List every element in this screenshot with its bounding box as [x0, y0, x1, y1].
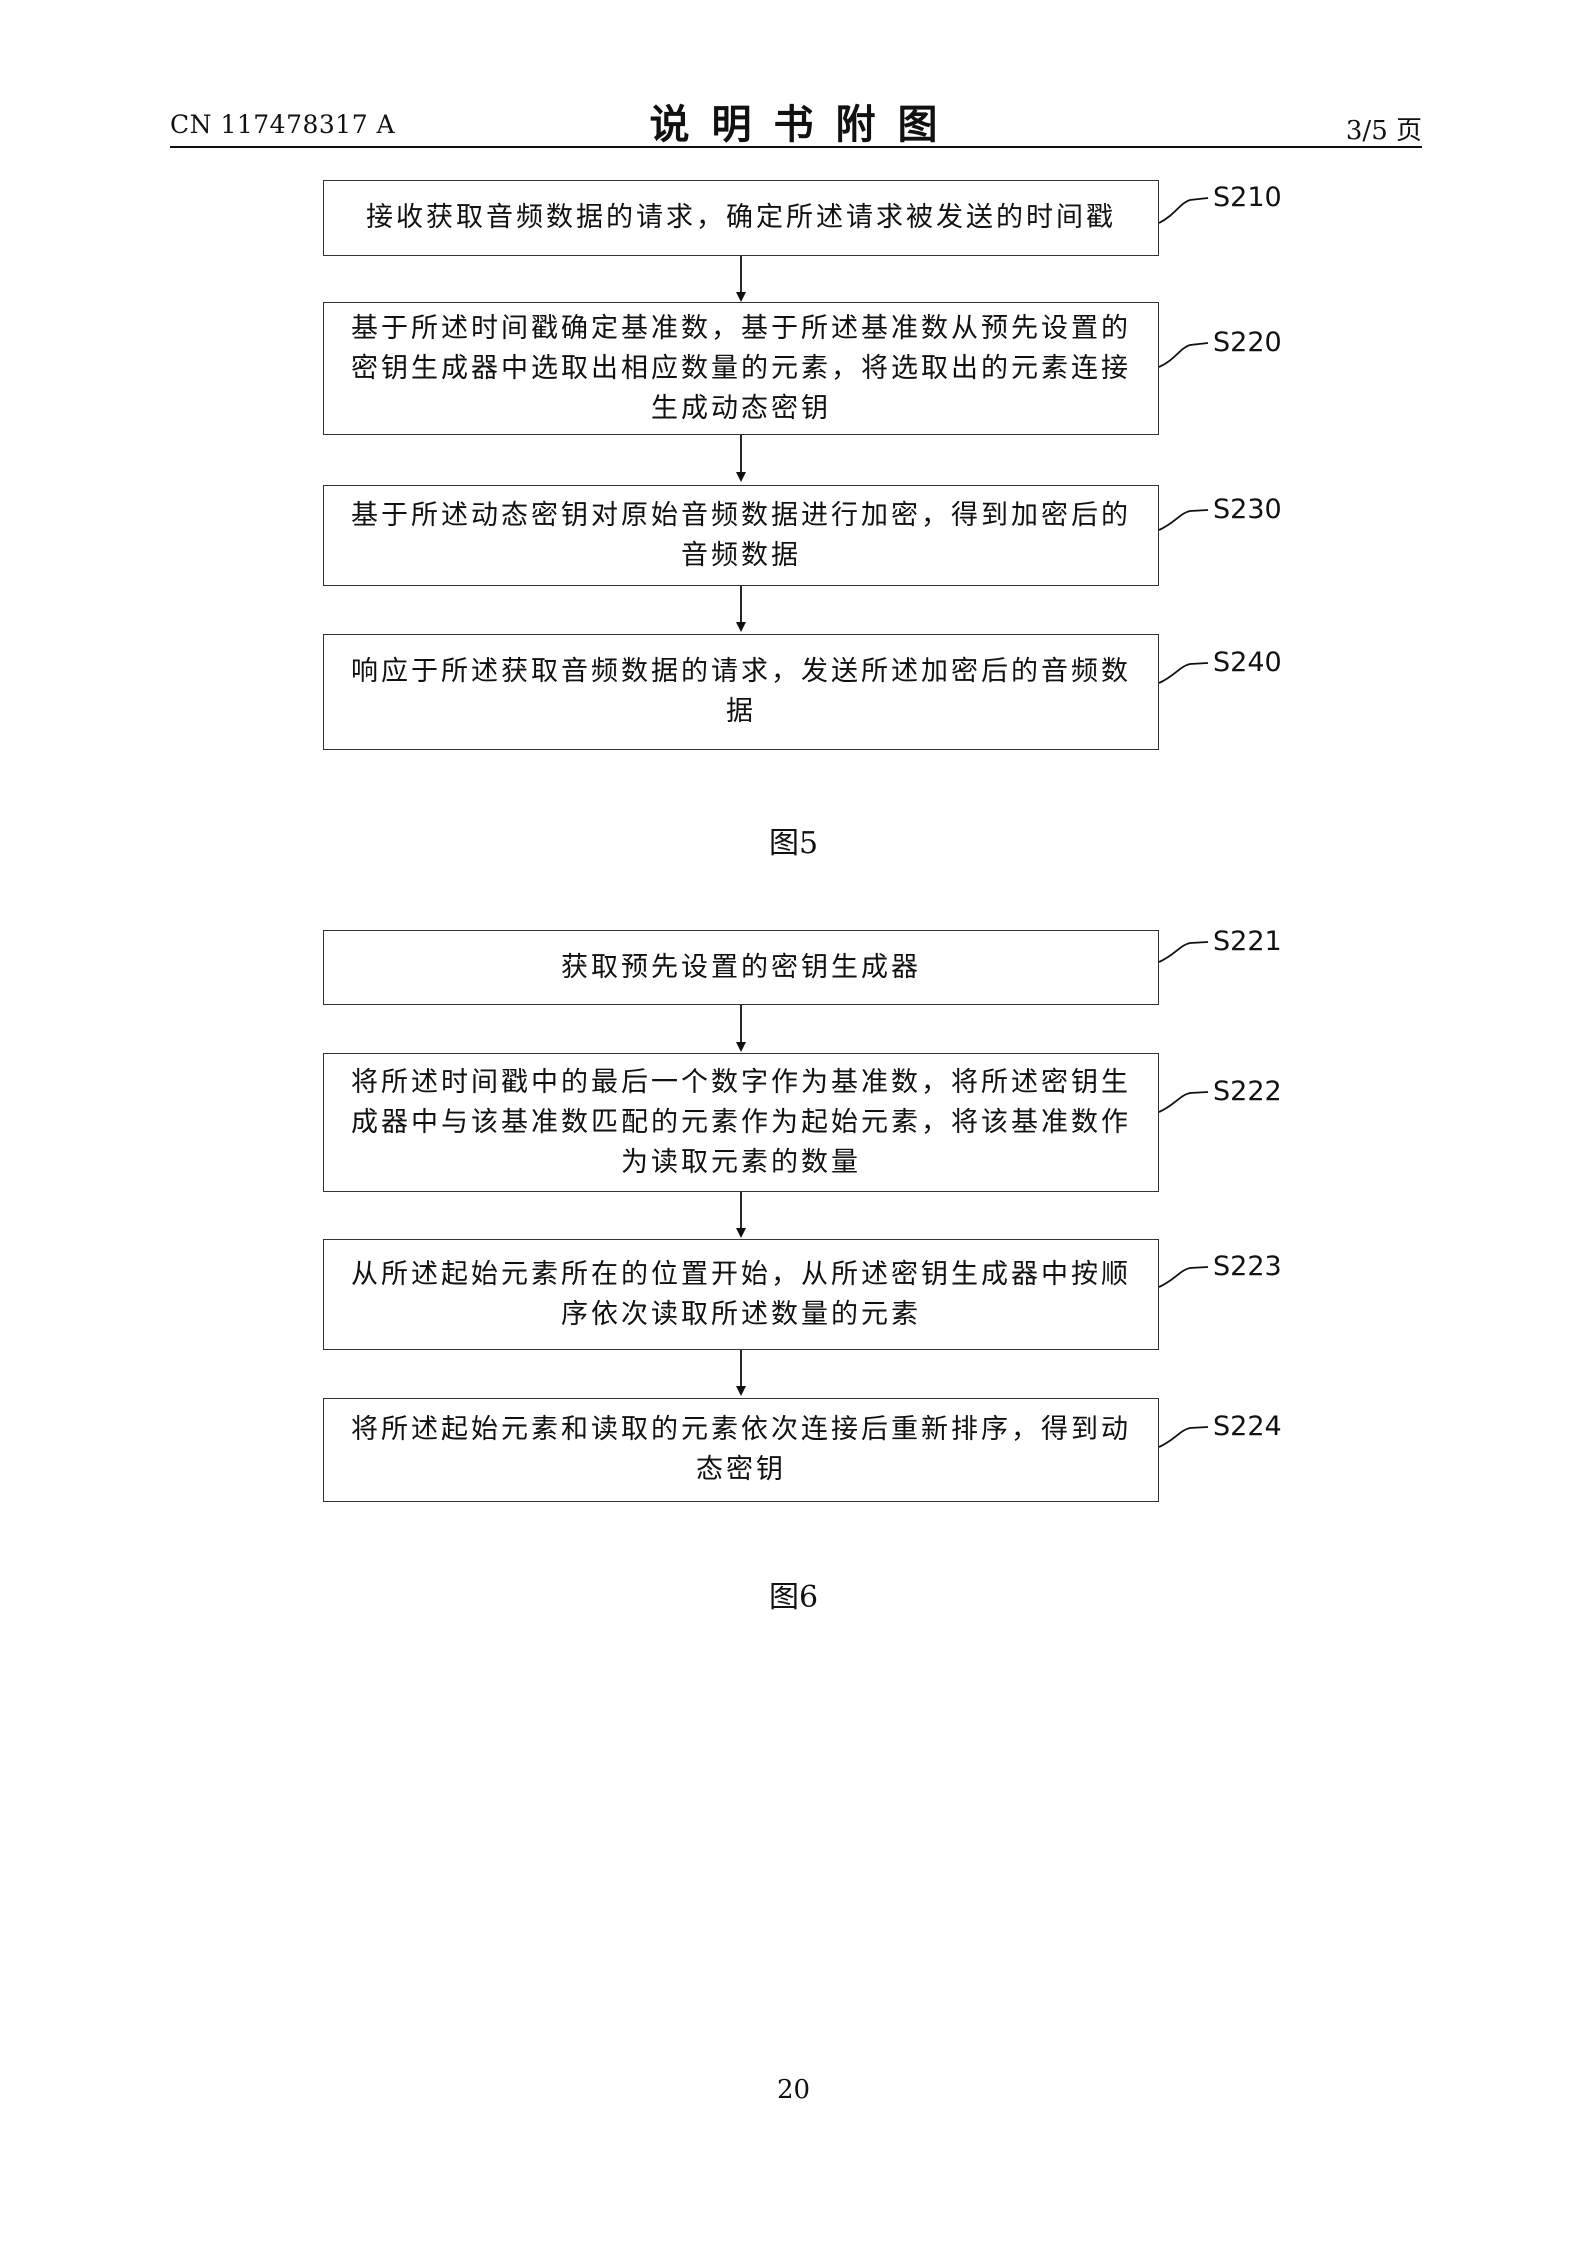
page-indicator: 3/5 页	[1345, 116, 1422, 146]
step-box-s220: 基于所述时间戳确定基准数，基于所述基准数从预先设置的密钥生成器中选取出相应数量的…	[323, 302, 1159, 435]
step-label-s222: S222	[1213, 1076, 1282, 1107]
step-label-s240: S240	[1213, 647, 1282, 678]
leader-s222	[1158, 1091, 1209, 1113]
step-text: 将所述时间戳中的最后一个数字作为基准数，将所述密钥生成器中与该基准数匹配的元素作…	[351, 1066, 1131, 1178]
leader-s210	[1158, 197, 1209, 224]
header-divider	[170, 146, 1422, 148]
leader-s221	[1158, 941, 1209, 963]
step-label-s230: S230	[1213, 494, 1282, 525]
step-label-s221: S221	[1213, 926, 1282, 957]
leader-s240	[1158, 662, 1209, 684]
step-box-s223: 从所述起始元素所在的位置开始，从所述密钥生成器中按顺序依次读取所述数量的元素	[323, 1239, 1159, 1350]
step-box-s224: 将所述起始元素和读取的元素依次连接后重新排序，得到动态密钥	[323, 1398, 1159, 1502]
figure-5-caption: 图5	[768, 826, 819, 861]
figure-6-caption: 图6	[768, 1580, 819, 1615]
step-text: 将所述起始元素和读取的元素依次连接后重新排序，得到动态密钥	[351, 1414, 1131, 1485]
step-text: 接收获取音频数据的请求，确定所述请求被发送的时间戳	[366, 202, 1116, 233]
leader-s230	[1158, 509, 1209, 531]
page-number: 20	[776, 2075, 811, 2105]
step-box-s210: 接收获取音频数据的请求，确定所述请求被发送的时间戳	[323, 180, 1159, 256]
leader-s223	[1158, 1266, 1209, 1288]
step-label-s223: S223	[1213, 1251, 1282, 1282]
leader-s220	[1158, 342, 1209, 368]
step-text: 响应于所述获取音频数据的请求，发送所述加密后的音频数据	[351, 656, 1131, 727]
step-text: 获取预先设置的密钥生成器	[561, 951, 921, 983]
page-title: 说明书附图	[649, 101, 960, 148]
patent-number: CN 117478317 A	[170, 110, 396, 139]
leader-s224	[1158, 1426, 1209, 1448]
step-box-s221: 获取预先设置的密钥生成器	[323, 930, 1159, 1005]
step-box-s222: 将所述时间戳中的最后一个数字作为基准数，将所述密钥生成器中与该基准数匹配的元素作…	[323, 1053, 1159, 1192]
step-text: 基于所述动态密钥对原始音频数据进行加密，得到加密后的音频数据	[351, 499, 1131, 571]
step-box-s240: 响应于所述获取音频数据的请求，发送所述加密后的音频数据	[323, 634, 1159, 750]
step-box-s230: 基于所述动态密钥对原始音频数据进行加密，得到加密后的音频数据	[323, 485, 1159, 586]
step-text: 从所述起始元素所在的位置开始，从所述密钥生成器中按顺序依次读取所述数量的元素	[351, 1258, 1131, 1330]
step-label-s224: S224	[1213, 1411, 1282, 1442]
step-label-s210: S210	[1213, 182, 1282, 213]
step-text: 基于所述时间戳确定基准数，基于所述基准数从预先设置的密钥生成器中选取出相应数量的…	[351, 312, 1131, 424]
step-label-s220: S220	[1213, 327, 1282, 358]
